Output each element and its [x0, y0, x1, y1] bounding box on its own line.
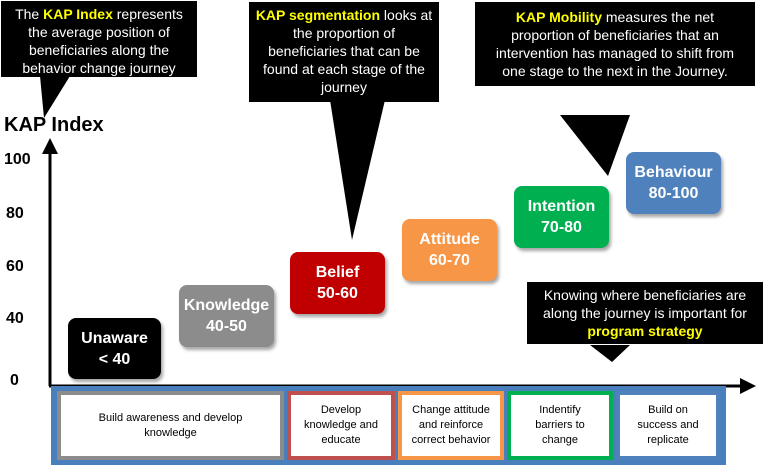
stage-range: 40-50: [206, 318, 247, 335]
action-identify-barriers: Indentify barriers to change: [507, 391, 613, 460]
stage-behaviour: Behaviour 80-100: [626, 152, 721, 214]
stage-belief: Belief 50-60: [290, 252, 385, 314]
kap-mobility-callout: KAP Mobility measures the net proportion…: [475, 2, 755, 86]
kap-mobility-callout-text: measures the net proportion of beneficia…: [495, 9, 735, 79]
y-tick-0: 0: [10, 372, 19, 389]
stage-range: < 40: [98, 350, 131, 368]
program-strategy-callout-highlight: program strategy: [587, 323, 703, 339]
kap-index-callout-pre: The: [15, 6, 40, 22]
program-strategy-callout: Knowing where beneficiaries are along th…: [527, 282, 763, 344]
y-tick-100: 100: [4, 151, 31, 168]
action-label: Build on success and replicate: [637, 404, 699, 446]
stage-name: Intention: [527, 198, 596, 215]
stage-unaware: Unaware < 40: [68, 318, 161, 379]
kap-index-callout: The KAP Index represents the average pos…: [1, 1, 197, 77]
kap-index-callout-highlight: KAP Index: [43, 6, 113, 22]
stage-name: Knowledge: [183, 297, 270, 314]
kap-index-callout-text: represents the average position of benef…: [22, 6, 183, 76]
stage-knowledge: Knowledge 40-50: [179, 285, 274, 347]
kap-mobility-callout-highlight: KAP Mobility: [515, 9, 602, 25]
stage-intention: Intention 70-80: [514, 186, 609, 248]
stage-range: 70-80: [541, 219, 582, 236]
kap-segmentation-callout-text: looks at the proportion of beneficiaries…: [263, 7, 433, 95]
action-build-success: Build on success and replicate: [616, 391, 720, 460]
stage-name: Belief: [315, 264, 360, 281]
action-label: Indentify barriers to change: [535, 404, 585, 446]
y-tick-60: 60: [6, 258, 24, 275]
stage-name: Behaviour: [634, 164, 713, 181]
action-label: Change attitude and reinforce correct be…: [411, 404, 491, 446]
action-develop-knowledge: Develop knowledge and educate: [287, 391, 395, 460]
kap-segmentation-callout: KAP segmentation looks at the proportion…: [249, 2, 439, 102]
y-axis-title: KAP Index: [4, 114, 104, 136]
program-strategy-callout-text: Knowing where beneficiaries are along th…: [543, 287, 747, 321]
stage-range: 50-60: [317, 285, 358, 302]
stage-range: 80-100: [648, 185, 699, 202]
y-tick-40: 40: [6, 310, 24, 327]
action-label: Build awareness and develop knowledge: [98, 411, 243, 439]
stage-name: Unaware: [81, 329, 148, 347]
y-tick-80: 80: [6, 205, 24, 222]
kap-segmentation-callout-highlight: KAP segmentation: [255, 7, 381, 23]
stage-name: Attitude: [419, 231, 480, 248]
action-change-attitude: Change attitude and reinforce correct be…: [398, 391, 504, 460]
stage-attitude: Attitude 60-70: [402, 219, 497, 281]
action-build-awareness: Build awareness and develop knowledge: [57, 391, 284, 460]
action-label: Develop knowledge and educate: [303, 404, 378, 446]
stage-range: 60-70: [429, 252, 470, 269]
